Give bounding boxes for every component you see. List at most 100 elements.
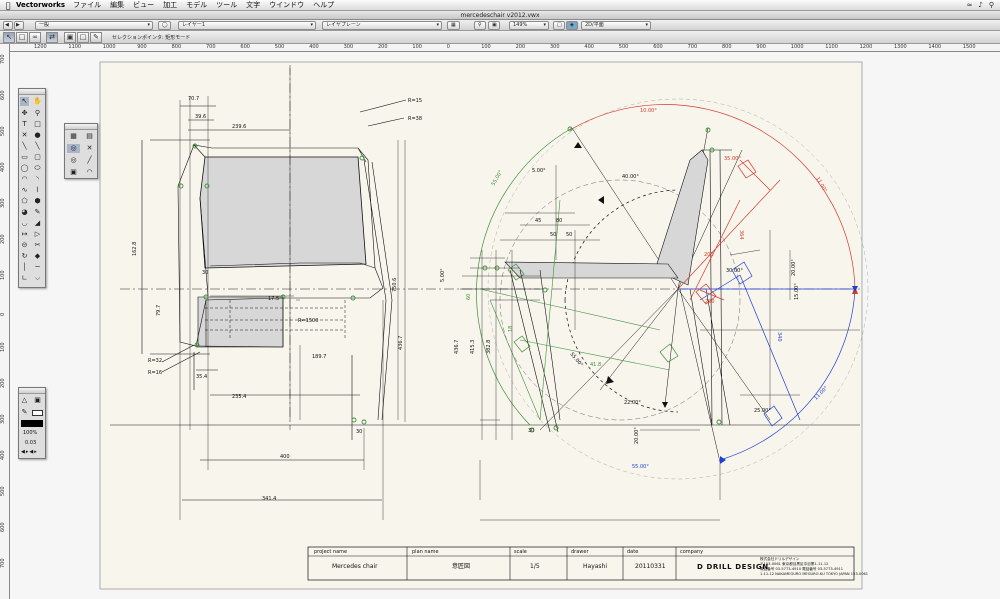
spiral-tool-icon[interactable]: ◕	[21, 208, 28, 216]
pan-tool-icon[interactable]: ✋	[33, 97, 42, 105]
volume-icon[interactable]: ♪	[978, 1, 983, 9]
double-line-tool-icon[interactable]: ╲	[35, 142, 40, 150]
zoom-icon[interactable]: ⚲	[474, 21, 486, 30]
menu-tool[interactable]: ツール	[216, 1, 238, 9]
wifi-icon[interactable]: ≈	[966, 1, 973, 9]
class-options-icon[interactable]: ◯	[158, 21, 171, 30]
arc-tool-icon[interactable]: ◠	[21, 175, 28, 183]
callout-tool-icon[interactable]: □	[34, 120, 41, 128]
group-mode-icon[interactable]: □	[77, 32, 89, 43]
rounded-rect-tool-icon[interactable]: ▢	[34, 153, 41, 161]
zoom-tool-icon[interactable]: ⚲	[34, 109, 41, 117]
palette-titlebar[interactable]	[19, 89, 45, 95]
chain-dim-tool-icon[interactable]: ▤	[86, 132, 93, 140]
back-icon[interactable]: ◀	[3, 21, 13, 30]
delete-tool-icon[interactable]: ✕	[21, 131, 28, 139]
dim-text: 436.7	[454, 340, 460, 354]
offset-tool-icon[interactable]: ⊝	[21, 241, 28, 249]
zoom-select[interactable]: 149%	[509, 21, 549, 30]
fillet-tool-icon[interactable]: ◡	[21, 219, 28, 227]
rectangle-mode-icon[interactable]: □	[16, 32, 28, 43]
dimension-tool-icon[interactable]: ↦	[21, 230, 28, 238]
menu-edit[interactable]: 編集	[110, 1, 125, 9]
dim-text: 415.3	[470, 340, 476, 354]
arc-length-tool-icon[interactable]: ◠	[86, 168, 93, 176]
apple-icon[interactable]: 	[0, 1, 16, 10]
polygon-tool-icon[interactable]: ⬠	[21, 197, 28, 205]
radial-dim-tool-icon[interactable]: ◎	[70, 156, 77, 164]
selection-tool-icon[interactable]: ↖	[20, 97, 29, 106]
clip-tool-icon[interactable]: ✂	[34, 241, 41, 249]
preference-icon[interactable]: ✎	[90, 32, 102, 43]
class-select[interactable]: 一般	[35, 21, 153, 30]
angle-dim-tool-icon[interactable]: ◎	[67, 144, 80, 153]
palette-titlebar[interactable]	[65, 124, 97, 130]
fill-select-icon[interactable]: ▣	[34, 396, 41, 404]
plane-select[interactable]: レイヤプレーン	[322, 21, 442, 30]
marker	[194, 342, 200, 348]
menu-view[interactable]: ビュー	[133, 1, 155, 9]
circle-tool-icon[interactable]: ◯	[20, 164, 29, 172]
forward-icon[interactable]: ▶	[14, 21, 24, 30]
menu-model[interactable]: モデル	[186, 1, 208, 9]
connect-tool-icon[interactable]: ∟	[21, 274, 28, 282]
app-menu[interactable]: Vectorworks	[16, 1, 66, 9]
menu-text[interactable]: 文字	[246, 1, 261, 9]
opacity-value[interactable]: 100%	[23, 430, 38, 436]
drawing-svg: 70.7 39.6 239.6 162.8 30 79.7 17.5 R=150…	[99, 61, 869, 590]
eyedropper-tool-icon[interactable]: ✎	[34, 208, 41, 216]
split-tool-icon[interactable]: ─	[35, 263, 40, 271]
slant-dim-tool-icon[interactable]: ╱	[87, 156, 92, 164]
fit-icon[interactable]: ▣	[488, 21, 500, 30]
oval-tool-icon[interactable]: ⬭	[34, 164, 41, 172]
spotlight-icon[interactable]: ⚲	[988, 1, 994, 9]
polyline-tool-icon[interactable]: ⌇	[35, 186, 40, 194]
mirror-tool-icon[interactable]: ▷	[34, 230, 41, 238]
drawing-canvas[interactable]: 70.7 39.6 239.6 162.8 30 79.7 17.5 R=150…	[10, 52, 1000, 599]
line-weight-value[interactable]: 0.03	[25, 440, 37, 446]
pen-icon[interactable]: ✎	[21, 408, 28, 416]
text-tool-icon[interactable]: T	[22, 120, 27, 128]
extend-tool-icon[interactable]: ⌵	[34, 274, 41, 282]
menu-window[interactable]: ウインドウ	[269, 1, 305, 9]
chamfer-tool-icon[interactable]: ◢	[34, 219, 41, 227]
arrowhead-select[interactable]: ◀▸◀▸	[21, 449, 38, 455]
view-options-icon[interactable]: ▦	[447, 21, 460, 30]
ruler-label: 1200	[34, 44, 47, 50]
flyover-tool-icon[interactable]: ✥	[21, 109, 28, 117]
menu-help[interactable]: ヘルプ	[313, 1, 335, 9]
lasso-mode-icon[interactable]: ∞	[29, 32, 41, 43]
ruler-label: 300	[550, 44, 560, 50]
marker	[280, 294, 286, 300]
page-icon[interactable]: □	[553, 21, 565, 30]
fill-bucket-icon[interactable]: △	[21, 396, 28, 404]
grid-dim-tool-icon[interactable]: ▦	[70, 132, 77, 140]
dim-text-blue: 340	[776, 332, 782, 342]
cross-dim-tool-icon[interactable]: ✕	[86, 144, 93, 152]
view-select[interactable]: 2D/平面	[581, 21, 651, 30]
stamp-tool-icon[interactable]: ●	[34, 131, 41, 139]
freehand-tool-icon[interactable]: ∿	[21, 186, 28, 194]
regular-polygon-tool-icon[interactable]: ⬢	[34, 197, 41, 205]
render-icon[interactable]: ◈	[566, 21, 578, 30]
palette-titlebar[interactable]	[19, 388, 45, 394]
line-tool-icon[interactable]: ╲	[22, 142, 27, 150]
quarter-arc-tool-icon[interactable]: ◝	[36, 175, 39, 183]
reshape-tool-icon[interactable]: ◆	[34, 252, 41, 260]
trim-tool-icon[interactable]: │	[22, 263, 27, 271]
menu-modify[interactable]: 加工	[163, 1, 178, 9]
selection-mode-icon[interactable]: ↖	[3, 32, 15, 43]
rotate-tool-icon[interactable]: ↻	[21, 252, 28, 260]
dim-text: 30	[356, 429, 362, 435]
pen-color-swatch[interactable]	[32, 410, 43, 416]
single-object-icon[interactable]: ▣	[64, 32, 76, 43]
ordinate-dim-tool-icon[interactable]: ▣	[70, 168, 77, 176]
rectangle-tool-icon[interactable]: ▭	[21, 153, 28, 161]
menu-file[interactable]: ファイル	[73, 1, 102, 9]
resize-mode-icon[interactable]: ⇄	[46, 32, 58, 43]
layer-select[interactable]: レイヤー1	[178, 21, 316, 30]
ruler-label: 0	[0, 312, 6, 316]
line-color-swatch[interactable]	[21, 420, 43, 427]
